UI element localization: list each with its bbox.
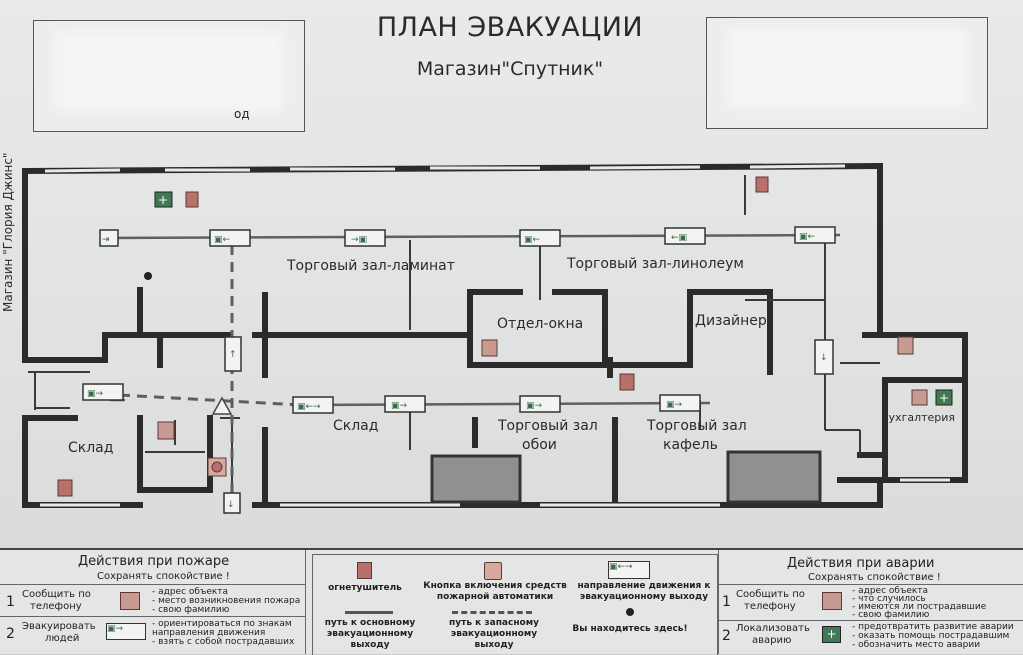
room-tile-line2: кафель (663, 437, 718, 453)
equipment-block (430, 454, 522, 504)
svg-text:▣←→: ▣←→ (297, 402, 321, 412)
svg-text:▣→: ▣→ (391, 401, 408, 411)
info-box-left-fragment: од (234, 107, 250, 121)
info-box-right (706, 17, 988, 129)
room-tile-line1: Торговый зал (647, 418, 747, 434)
svg-text:▣→: ▣→ (526, 401, 543, 411)
fire-step2-number: 2 (6, 626, 15, 642)
fire-step1-number: 1 (6, 594, 15, 610)
accident-step1-number: 1 (722, 594, 731, 610)
room-laminate: Торговый зал-ламинат (287, 258, 455, 274)
fire-alarm-button-icon (207, 396, 233, 477)
phone-icon (120, 592, 140, 610)
svg-text:↓: ↓ (820, 353, 828, 363)
fire-actions-calm: Сохранять спокойствие ! (97, 571, 230, 582)
phone-icons (157, 336, 928, 440)
extinguisher-icon (357, 562, 372, 579)
accident-actions-calm: Сохранять спокойствие ! (808, 572, 941, 583)
fire-step2-label: Эвакуировать (22, 621, 96, 632)
first-aid-icon: + (822, 626, 841, 643)
svg-text:+: + (939, 391, 949, 405)
spare-path (119, 245, 301, 500)
floor-plan: ⇥ ▣← →▣ ▣← ←▣ ▣← ↑ ↓ ▣→ ▣←→ ▣→ ▣→ ▣→ ↓ (21, 162, 968, 514)
svg-text:←▣: ←▣ (671, 233, 687, 243)
accident-actions-panel (718, 550, 1023, 654)
svg-text:⇥: ⇥ (102, 235, 110, 245)
svg-text:↑: ↑ (229, 350, 237, 360)
fire-actions-title: Действия при пожаре (78, 554, 230, 569)
svg-text:▣→: ▣→ (87, 389, 104, 399)
room-windows: Отдел-окна (497, 316, 584, 332)
room-warehouse-left: Склад (68, 440, 114, 456)
symbols-panel (312, 554, 718, 655)
blurred-text (54, 31, 284, 111)
info-box-left: од (33, 20, 305, 132)
svg-text:▣←: ▣← (524, 235, 541, 245)
legend: Действия при пожаре Сохранять спокойстви… (0, 548, 1023, 655)
svg-text:↓: ↓ (227, 500, 235, 510)
room-accounting: Бухгалтерия (881, 411, 956, 424)
accident-actions-title: Действия при аварии (787, 556, 935, 571)
exit-signs: ⇥ ▣← →▣ ▣← ←▣ ▣← ↑ ↓ ▣→ ▣←→ ▣→ ▣→ ▣→ ↓ (82, 226, 836, 514)
spare-path-line-icon (452, 611, 532, 614)
first-aid-icons: + + (154, 191, 953, 406)
you-are-here-icon (626, 608, 634, 616)
room-designer: Дизайнер (695, 313, 767, 329)
svg-text:▣←: ▣← (799, 232, 816, 242)
extinguisher-icons (57, 176, 769, 497)
blurred-text (727, 28, 967, 108)
legend-extinguisher: огнетушитель (328, 583, 402, 593)
main-path-line-icon (345, 611, 393, 614)
fire-actions-panel (0, 550, 306, 654)
room-wallpaper-line2: обои (522, 437, 557, 453)
page-subtitle: Магазин"Спутник" (416, 58, 604, 80)
page-title: ПЛАН ЭВАКУАЦИИ (376, 12, 644, 43)
fire-alarm-button-icon (484, 562, 502, 580)
room-warehouse-mid: Склад (333, 418, 379, 434)
accident-step2-number: 2 (722, 628, 731, 644)
phone-icon (822, 592, 842, 610)
room-wallpaper-line1: Торговый зал (498, 418, 598, 434)
you-are-here-dot (144, 272, 152, 280)
svg-text:▣←: ▣← (214, 235, 231, 245)
svg-text:→▣: →▣ (351, 235, 367, 245)
equipment-block (726, 450, 822, 504)
svg-text:▣→: ▣→ (666, 400, 683, 410)
fire-step1-label: Сообщить по (22, 589, 91, 600)
svg-text:+: + (158, 193, 168, 207)
room-linoleum: Торговый зал-линолеум (567, 256, 744, 272)
direction-sign-icon: ▣←→ (608, 561, 650, 579)
exit-sign-icon: ▣→ (106, 623, 146, 640)
